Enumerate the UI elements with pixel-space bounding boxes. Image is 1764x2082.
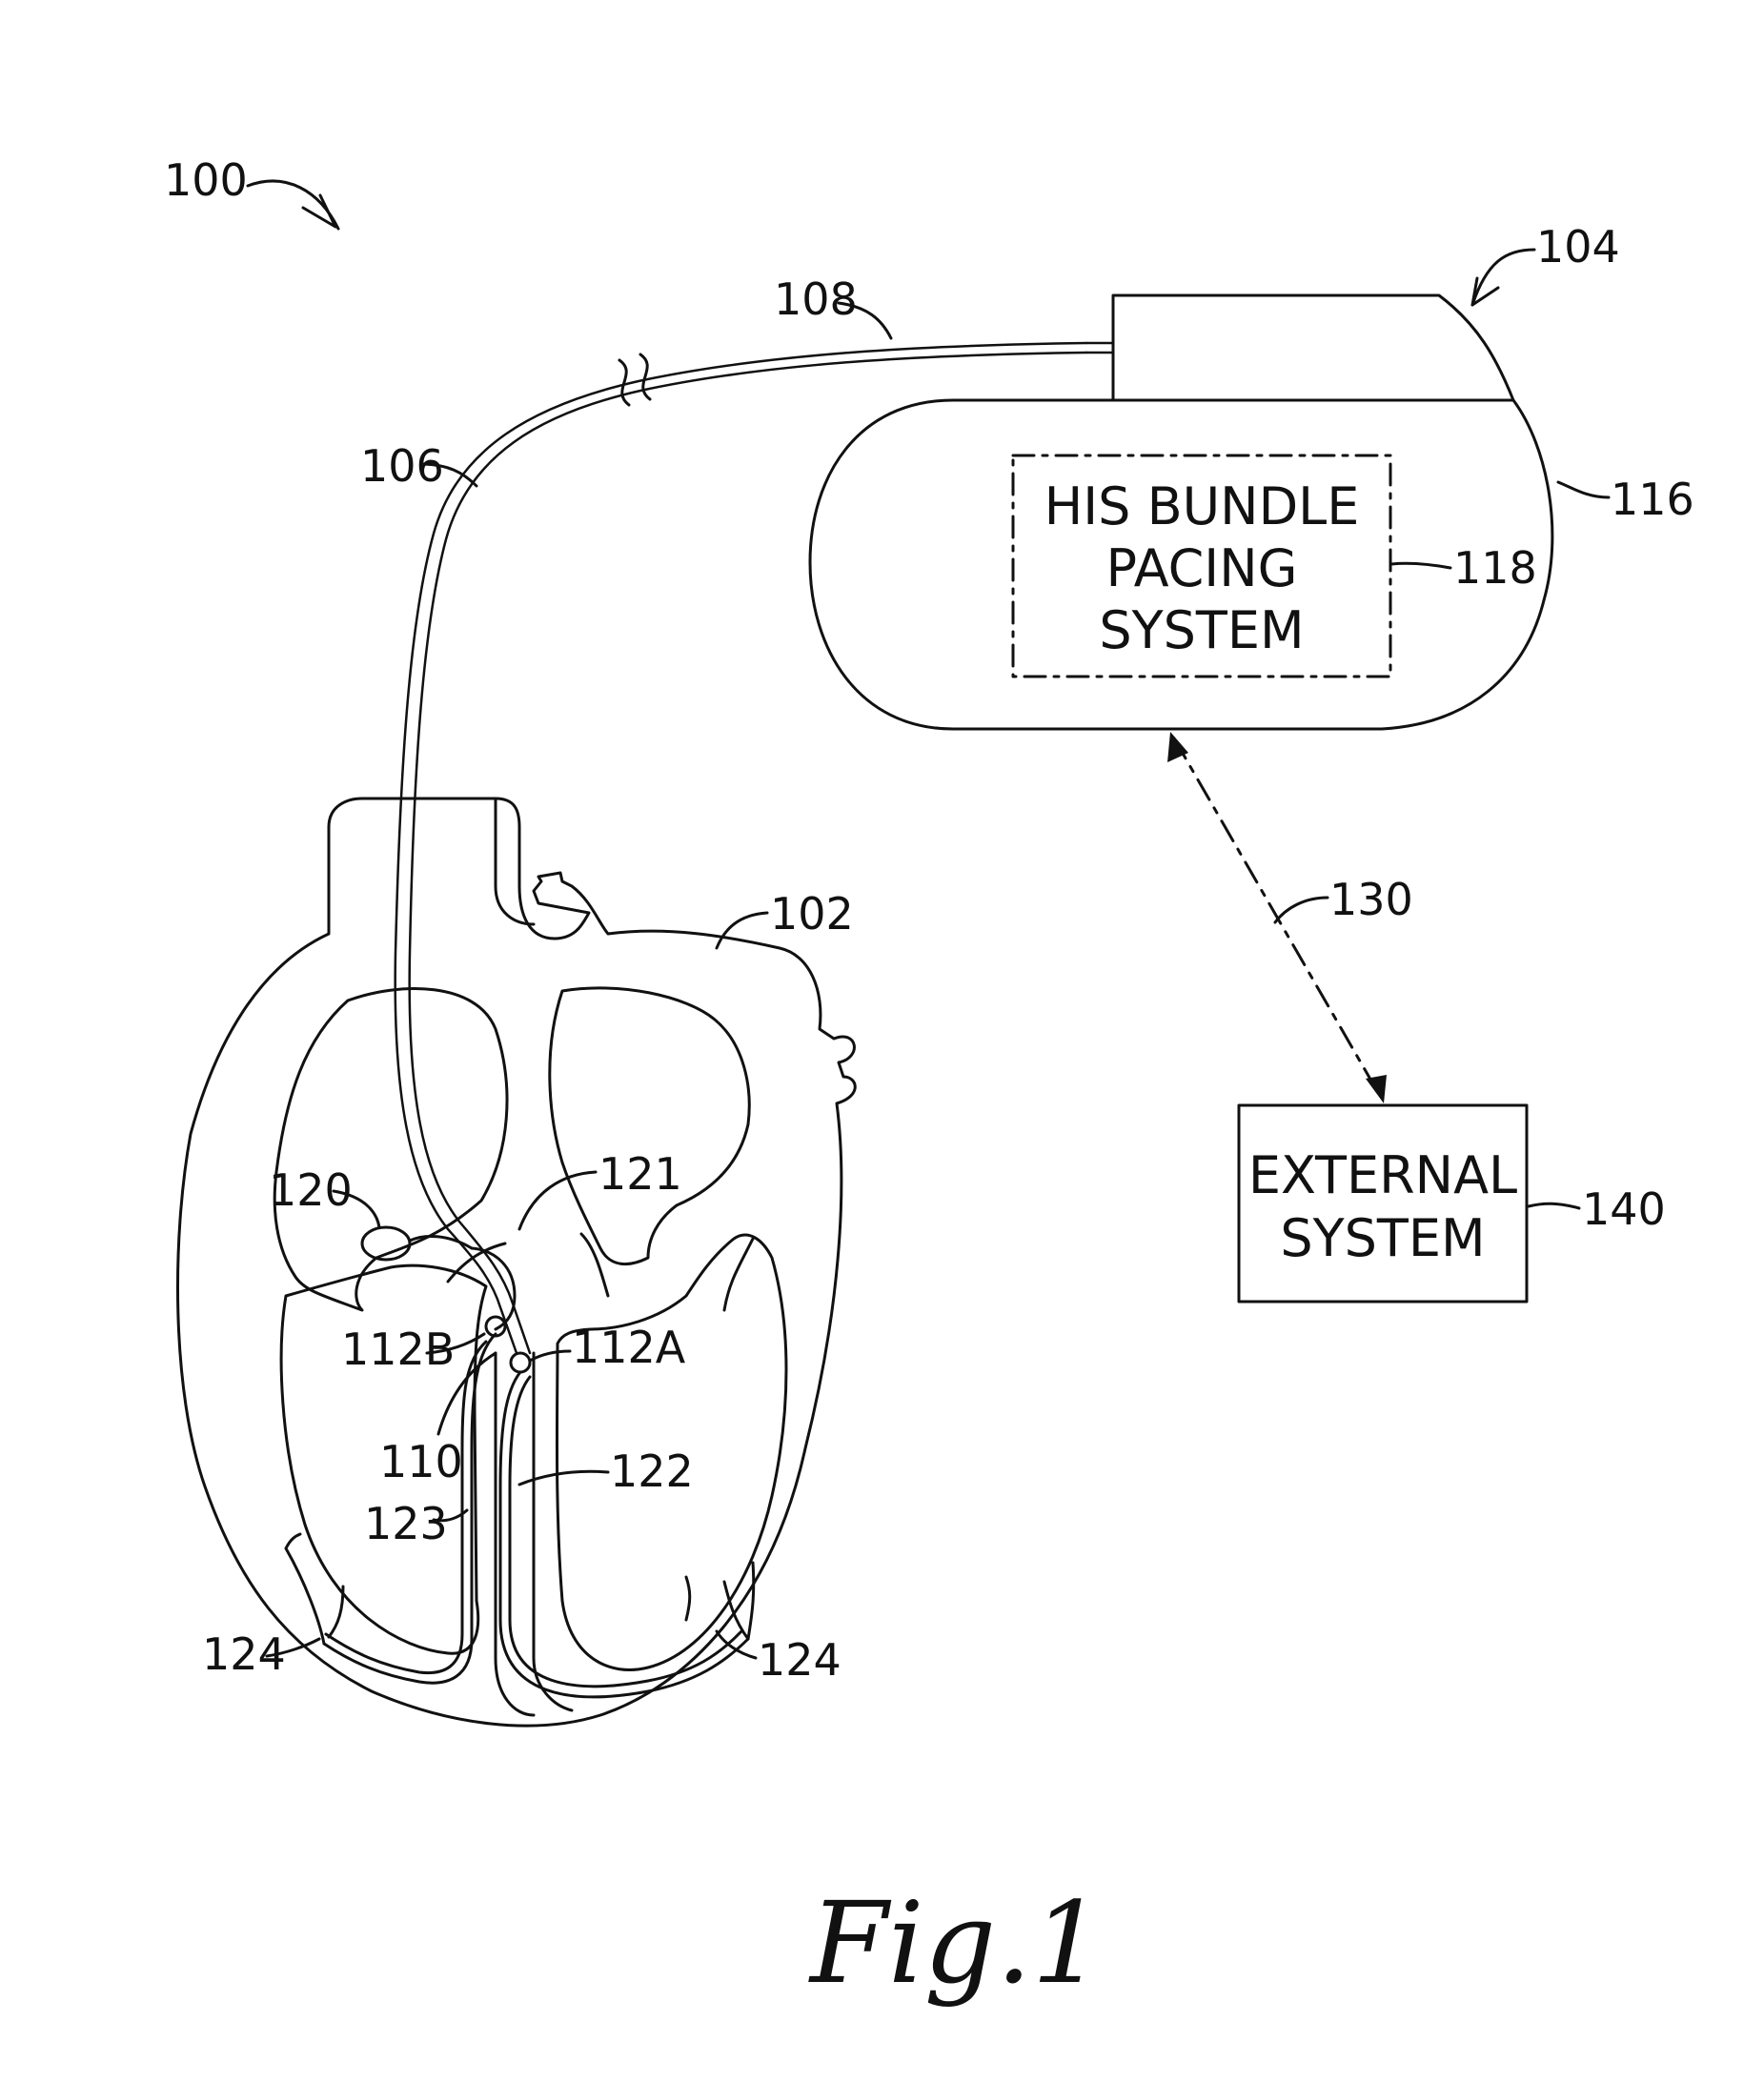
leader-116 [1558, 482, 1609, 497]
leader-121 [519, 1172, 596, 1229]
leader-112a [530, 1351, 570, 1361]
label-124-right: 124 [758, 1634, 841, 1686]
label-121: 121 [598, 1148, 682, 1200]
pacing-system-line2: PACING [1106, 538, 1298, 598]
leader-118 [1391, 563, 1450, 568]
external-system-line2: SYSTEM [1280, 1208, 1485, 1268]
leader-104 [1472, 250, 1534, 305]
external-system-line1: EXTERNAL [1248, 1145, 1517, 1205]
pacing-system-line1: HIS BUNDLE [1044, 476, 1360, 536]
label-116: 116 [1611, 474, 1694, 525]
label-118: 118 [1453, 542, 1537, 594]
label-108: 108 [774, 273, 858, 325]
label-104: 104 [1536, 221, 1620, 273]
label-123: 123 [364, 1498, 448, 1549]
device-header [1113, 295, 1513, 400]
label-100: 100 [164, 154, 248, 206]
electrode-112a [511, 1353, 530, 1372]
label-122: 122 [610, 1445, 694, 1497]
label-130: 130 [1329, 874, 1413, 925]
right-atrium [274, 989, 507, 1310]
label-120: 120 [269, 1164, 353, 1216]
label-110: 110 [379, 1436, 463, 1487]
label-140: 140 [1582, 1183, 1666, 1235]
figure-caption: Fig.1 [808, 1877, 1104, 2009]
leader-140 [1529, 1203, 1579, 1208]
left-atrium [550, 988, 749, 1264]
right-bundle [500, 1372, 748, 1697]
pacing-system-line3: SYSTEM [1099, 600, 1304, 660]
telemetry-arrow-bottom [1366, 1075, 1387, 1103]
leader-130 [1275, 898, 1328, 922]
pacing-lead [395, 343, 1086, 1353]
label-112a: 112A [572, 1322, 686, 1373]
label-112b: 112B [341, 1324, 455, 1375]
label-102: 102 [770, 888, 854, 940]
